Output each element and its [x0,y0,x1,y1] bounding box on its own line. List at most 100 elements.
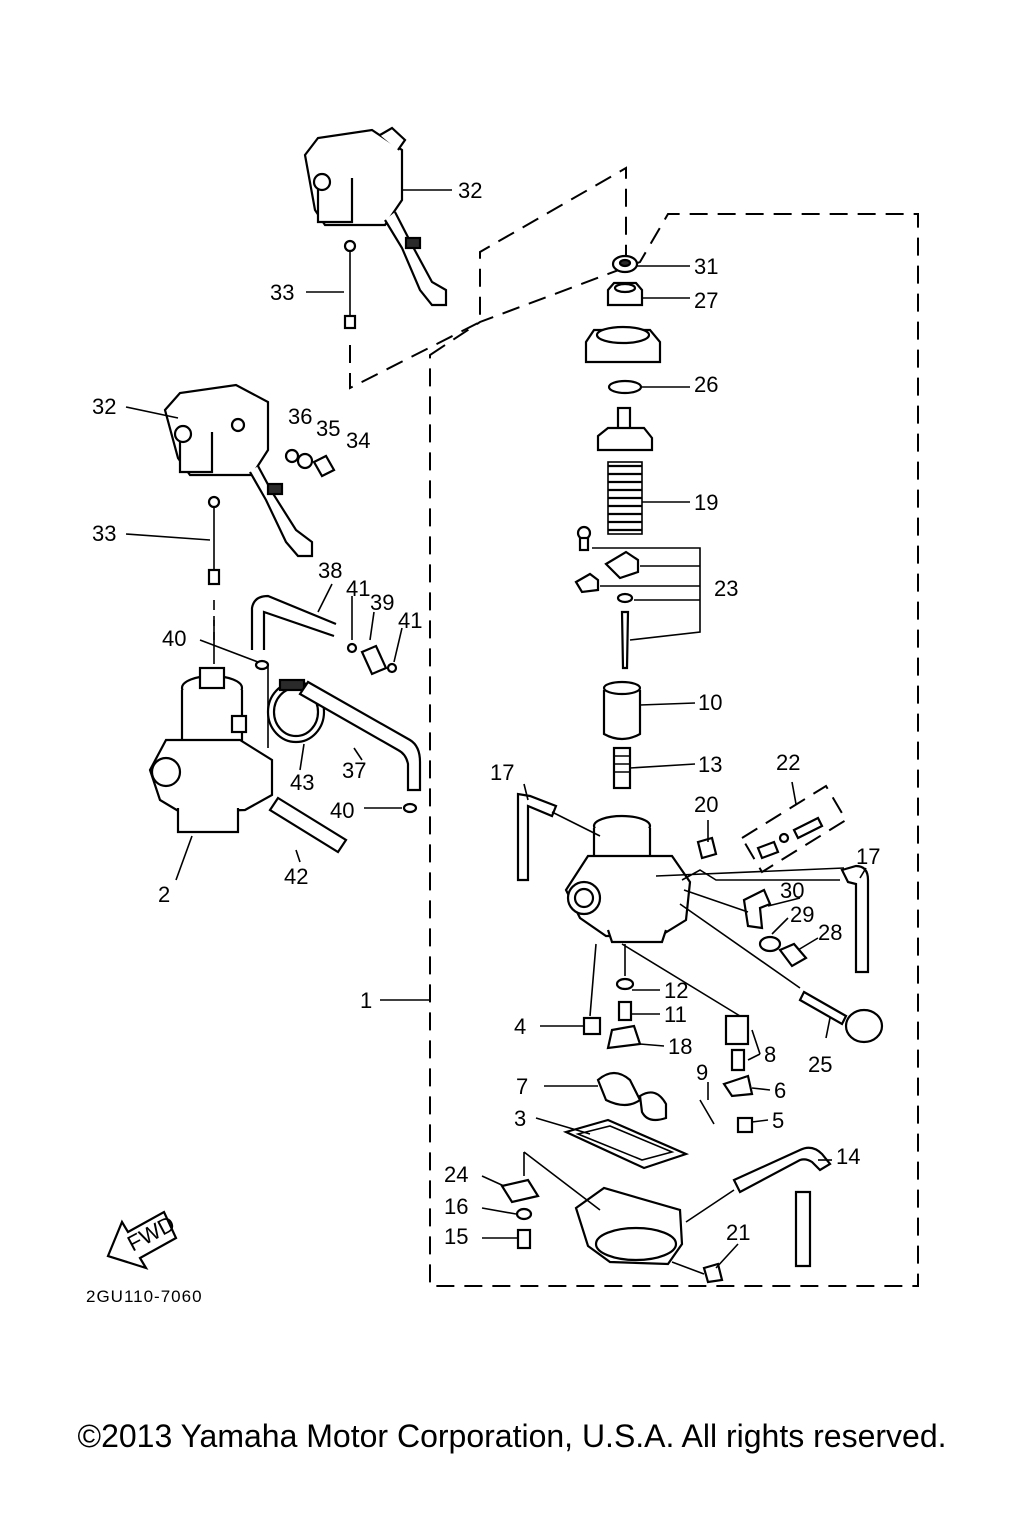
callout-24: 24 [444,1162,468,1187]
part-cap-nut [584,325,662,364]
callout-32: 32 [92,394,116,419]
part-3-gasket [562,1118,690,1170]
hose-38 [250,594,337,650]
part-28-screw [778,942,808,968]
callout-16: 16 [444,1194,468,1219]
part-31-seal [611,254,639,274]
callout-13: 13 [698,752,722,777]
callout-29: 29 [790,902,814,927]
throttle-cable-upper [343,239,357,330]
diagram-code: 2GU110-7060 [86,1287,203,1306]
callout-10: 10 [698,690,722,715]
part-17-air-vent-hose-right [840,864,870,974]
callout-14: 14 [836,1144,860,1169]
part-25-throttle-stop-screw [798,990,884,1044]
callout-31: 31 [694,254,718,279]
callout-6: 6 [774,1078,786,1103]
part-21-drain-screw [702,1262,724,1284]
hose-42 [268,796,348,854]
callout-33: 33 [270,280,294,305]
callout-labels: 32 33 32 36 35 34 33 38 41 39 41 40 43 3… [92,178,880,1249]
callout-25: 25 [808,1052,832,1077]
part-9-float-pin [699,1099,715,1125]
callout-5: 5 [772,1108,784,1133]
part-10-throttle-valve [602,680,642,741]
part-20-plug [696,836,718,860]
callout-28: 28 [818,920,842,945]
callout-41: 41 [398,608,422,633]
assembly-boundary [429,213,919,1287]
callout-40: 40 [330,798,354,823]
clamp-43 [266,678,326,744]
part-16-washer [515,1207,533,1221]
callout-32: 32 [458,178,482,203]
screw-washers-34-35-36 [284,448,336,478]
callout-11: 11 [664,1002,687,1027]
part-5-screw [736,1116,754,1134]
carburetor-body-main [564,814,692,944]
callout-2: 2 [158,882,170,907]
part-8-main-jet-set [724,1014,750,1072]
callout-17: 17 [490,760,514,785]
callout-18: 18 [668,1034,692,1059]
part-26-o-ring [607,379,643,395]
part-12-washer [615,977,635,991]
callout-7: 7 [516,1074,528,1099]
part-23-needle-set [574,525,701,670]
callout-12: 12 [664,978,688,1003]
callout-4: 4 [514,1014,526,1039]
clip-40 [254,659,418,814]
callout-41: 41 [346,576,370,601]
callout-34: 34 [346,428,370,453]
part-4-jet-holder [582,1016,602,1036]
callout-8: 8 [764,1042,776,1067]
callout-38: 38 [318,558,342,583]
callout-30: 30 [780,878,804,903]
callout-23: 23 [714,576,738,601]
callout-21: 21 [726,1220,750,1245]
part-piston-cap [596,406,654,452]
callout-20: 20 [694,792,718,817]
part-13-needle-jet [612,746,632,790]
callout-33: 33 [92,521,116,546]
part-29-washer [758,935,782,953]
copyright-notice: ©2013 Yamaha Motor Corporation, U.S.A. A… [77,1418,947,1454]
part-18-holder [606,1024,642,1050]
throttle-housing-upper [303,126,448,307]
carburetor-assembly-small [148,666,274,834]
part-30-bracket [742,888,772,930]
callout-35: 35 [316,416,340,441]
callout-19: 19 [694,490,718,515]
forward-direction-arrow: FWD [106,1210,179,1270]
callout-17: 17 [856,844,880,869]
assembly-connector-lines [213,620,845,1275]
leader-lines [125,189,867,1269]
part-11-pilot-jet [617,1000,633,1022]
part-6-float-arm [722,1074,754,1098]
callout-9: 9 [696,1060,708,1085]
part-27-boot [606,281,644,307]
callout-15: 15 [444,1224,468,1249]
part-24-plate [500,1178,540,1204]
throttle-cable-connector-line [349,166,627,390]
callout-1: 1 [360,988,372,1013]
callout-37: 37 [342,758,366,783]
part-float-chamber [574,1186,684,1266]
part-15-screw [516,1228,532,1250]
hose-37 [298,680,422,792]
callout-43: 43 [290,770,314,795]
part-22-pilot-screw-set [740,784,848,874]
callout-27: 27 [694,288,718,313]
throttle-housing-lower [163,383,314,558]
callout-42: 42 [284,864,308,889]
callout-22: 22 [776,750,800,775]
callout-40: 40 [162,626,186,651]
part-19-spring [607,461,643,535]
callout-39: 39 [370,590,394,615]
part-14-drain-hose [732,1146,832,1268]
joint-39-clips-41 [346,642,398,676]
callout-36: 36 [288,404,312,429]
part-7-float [596,1071,668,1122]
callout-26: 26 [694,372,718,397]
